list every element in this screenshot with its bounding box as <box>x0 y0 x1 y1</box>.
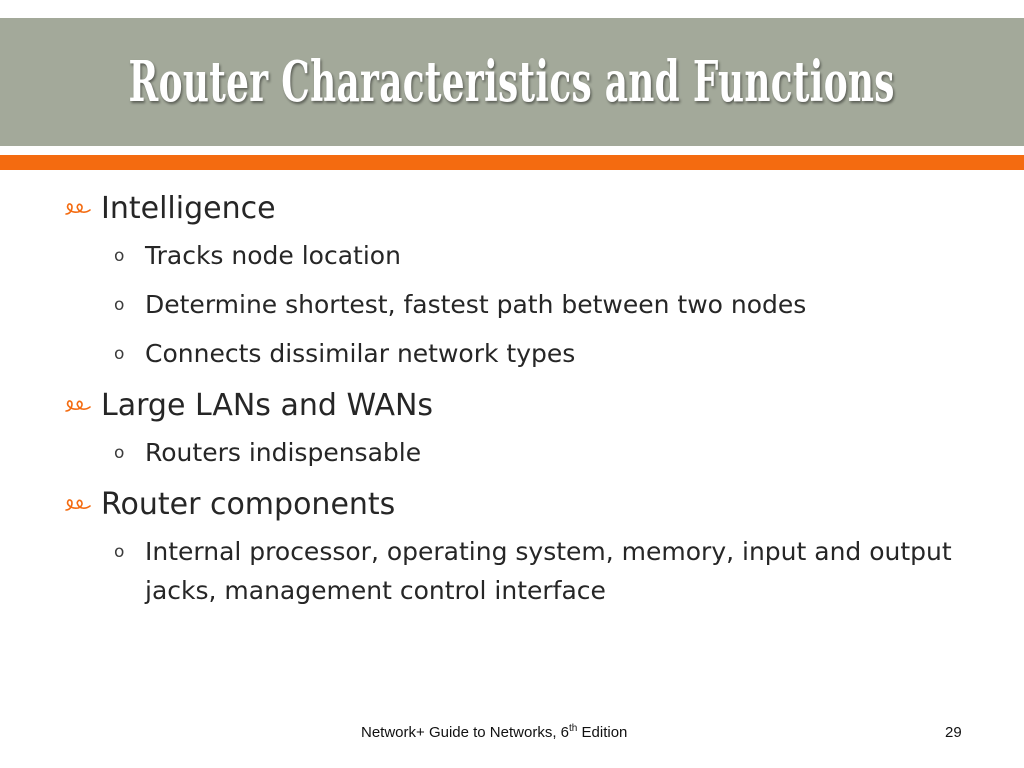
sub-bullet-item: o Tracks node location <box>64 236 974 276</box>
accent-bar <box>0 155 1024 170</box>
bullet-item: Router components <box>64 482 974 528</box>
footer-text-prefix: Network+ Guide to Networks, 6 <box>361 724 570 741</box>
sub-bullet-text: Determine shortest, fastest path between… <box>145 290 807 319</box>
slide-title: Router Characteristics and Functions <box>128 49 896 115</box>
footer-edition-text: Network+ Guide to Networks, 6th Edition <box>361 723 628 742</box>
footer-text-suffix: Edition <box>577 724 628 741</box>
sub-bullet-text: Routers indispensable <box>145 438 422 467</box>
sub-bullet-text: Tracks node location <box>145 241 401 270</box>
circle-bullet-icon: o <box>114 344 125 364</box>
sub-bullet-list: o Tracks node location o Determine short… <box>64 236 974 374</box>
bullet-text: Router components <box>101 487 396 522</box>
page-number: 29 <box>945 724 962 741</box>
sub-bullet-item: o Connects dissimilar network types <box>64 334 974 374</box>
sub-bullet-item: o Internal processor, operating system, … <box>64 532 974 610</box>
sub-bullet-text: Internal processor, operating system, me… <box>145 537 952 605</box>
footer-superscript: th <box>569 723 578 734</box>
circle-bullet-icon: o <box>114 541 125 562</box>
sub-bullet-text: Connects dissimilar network types <box>145 339 576 368</box>
swirl-bullet-icon <box>64 383 96 429</box>
sub-bullet-list: o Internal processor, operating system, … <box>64 532 974 610</box>
bullet-item: Large LANs and WANs <box>64 383 974 429</box>
circle-bullet-icon: o <box>114 443 125 463</box>
swirl-bullet-icon <box>64 186 96 232</box>
circle-bullet-icon: o <box>114 246 125 266</box>
swirl-bullet-icon <box>64 482 96 528</box>
bullet-list: Intelligence o Tracks node location o De… <box>64 186 974 619</box>
slide-footer: Network+ Guide to Networks, 6th Edition … <box>0 722 1024 746</box>
bullet-text: Intelligence <box>101 191 276 226</box>
sub-bullet-item: o Routers indispensable <box>64 433 974 473</box>
sub-bullet-item: o Determine shortest, fastest path betwe… <box>64 285 974 325</box>
circle-bullet-icon: o <box>114 295 125 315</box>
bullet-text: Large LANs and WANs <box>101 388 434 423</box>
bullet-item: Intelligence <box>64 186 974 232</box>
title-band: Router Characteristics and Functions <box>0 18 1024 146</box>
sub-bullet-list: o Routers indispensable <box>64 433 974 473</box>
